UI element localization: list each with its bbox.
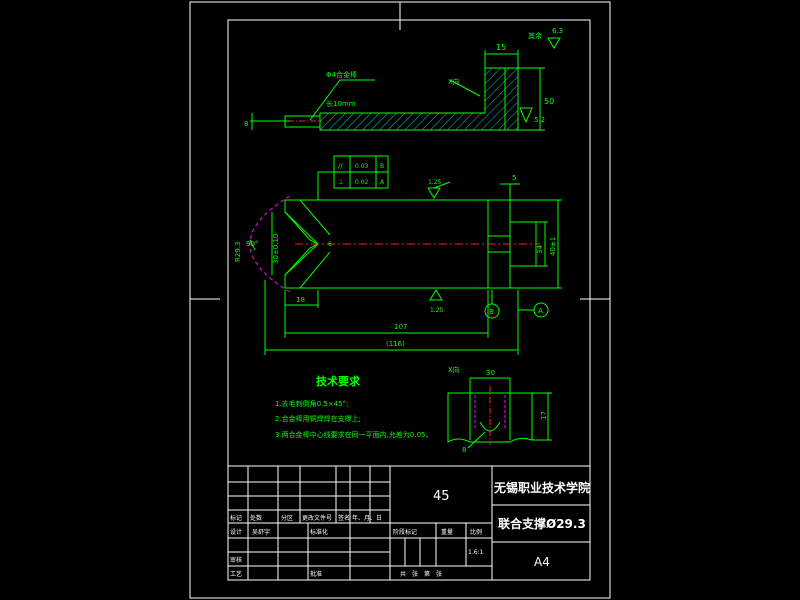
insert-label: Φ4合金棒 (326, 70, 357, 79)
dim-15-text: 15 (496, 43, 506, 52)
process-label: 工艺 (230, 570, 242, 578)
tech-req-title: 技术要求 (316, 374, 361, 388)
sheets-label: 共 张 第 张 (400, 570, 442, 578)
review-label: 审核 (230, 556, 242, 564)
dim-107-text: 107 (394, 323, 407, 331)
view-x-arrow (449, 79, 481, 97)
front-view: // 0.03 B ⊥ 0.02 A 1.25 1.25 5 90° R29.3… (234, 155, 562, 355)
datum-b-text: B (489, 308, 494, 316)
school-name: 无锡职业技术学院 (493, 480, 590, 495)
row-label-mark: 标记 (230, 514, 242, 522)
top-view: Φ4合金棒 长10mm 15 50 8 5.2 X向 其余 6.3 (244, 27, 563, 131)
roughness-rest-label: 其余 (528, 31, 542, 40)
tech-req-item-2: 2.合金棒用铜焊焊在支撑上; (275, 414, 361, 423)
roughness-rest-value: 6.3 (552, 27, 563, 35)
tech-req-item-3: 3.两合金棒中心线要求在同一平面内,允差为0.05。 (275, 430, 433, 439)
section-dim-17-text: 17 (540, 411, 548, 420)
dim-8-text: 8 (244, 120, 248, 128)
section-outline (447, 392, 533, 443)
roughness-symbol-front-bottom (429, 289, 443, 301)
stage-label: 阶段标记 (393, 528, 417, 536)
arc-r29 (249, 195, 291, 293)
roughness-top-text: 1.25 (428, 179, 442, 186)
tol-perp-symbol: ⊥ (338, 178, 344, 186)
weight-label: 重量 (441, 528, 453, 536)
insert-length-label: 长10mm (326, 99, 356, 108)
section-view-x: X向 30 17 8 (447, 365, 552, 454)
dim-angle-text: 90° (246, 240, 258, 248)
datum-a-text: A (538, 307, 543, 315)
tol-parallel-symbol: // (338, 162, 343, 170)
datum-a-circle (533, 302, 549, 318)
tol-parallel-value: 0.03 (355, 163, 369, 170)
dim-40-text: 40±1 (549, 237, 557, 256)
dim-r29-text: R29.3 (234, 242, 242, 262)
scale-value: 1.6:1 (468, 549, 484, 556)
section-label: X向 (448, 365, 460, 374)
dim-50-text: 50 (544, 97, 554, 106)
designer-name: 吴舒宇 (252, 528, 270, 536)
row-label-date: 年、月、日 (352, 514, 382, 522)
roughness-5-2-text: 5.2 (534, 116, 545, 124)
tol-parallel-datum: B (380, 163, 384, 170)
scale-label: 比例 (470, 528, 482, 536)
dim-116-text: (116) (386, 340, 405, 348)
tol-perp-value: 0.02 (355, 179, 369, 186)
material-text: 45 (433, 489, 450, 504)
section-dim-8-text: 8 (462, 446, 466, 454)
dim-18-text: 18 (296, 296, 305, 304)
roughness-bottom-text: 1.25 (430, 307, 444, 314)
datum-b-circle (484, 303, 500, 319)
roughness-symbol-top (519, 107, 533, 124)
design-label: 设计 (230, 528, 242, 536)
technical-requirements: 技术要求 1.去毛刺倒角0.5×45°; 2.合金棒用铜焊焊在支撑上; 3.两合… (275, 374, 433, 439)
approve-label: 批准 (310, 570, 322, 578)
insert-leader (309, 79, 341, 121)
standard-label: 标准化 (310, 528, 328, 536)
dim-34-text: 34 (536, 245, 544, 254)
row-label-signature: 签名 (338, 514, 350, 522)
row-label-zone: 分区 (281, 514, 293, 522)
sheet-frame (189, 1, 611, 599)
dim-6-text: 6 (328, 241, 332, 248)
tol-perp-datum: A (380, 179, 385, 186)
title-block-text: 45 无锡职业技术学院 联合支撑Ø29.3 A4 标记 处数 分区 更改文件号 … (230, 480, 590, 578)
tech-req-item-1: 1.去毛刺倒角0.5×45°; (275, 399, 348, 408)
roughness-symbol-rest (547, 37, 561, 49)
row-label-count: 处数 (250, 514, 262, 522)
dim-30-text: 30±0.10 (272, 234, 280, 264)
part-name: 联合支撑Ø29.3 (498, 516, 586, 531)
sheet-size: A4 (534, 555, 550, 569)
section-dim-30-text: 30 (486, 369, 495, 377)
title-block (227, 465, 591, 581)
row-label-change-doc: 更改文件号 (302, 514, 332, 522)
outer-border (189, 1, 611, 599)
view-x-label: X向 (448, 77, 460, 86)
roughness-symbol-front-top (427, 187, 441, 199)
dim-5-text: 5 (512, 174, 516, 182)
